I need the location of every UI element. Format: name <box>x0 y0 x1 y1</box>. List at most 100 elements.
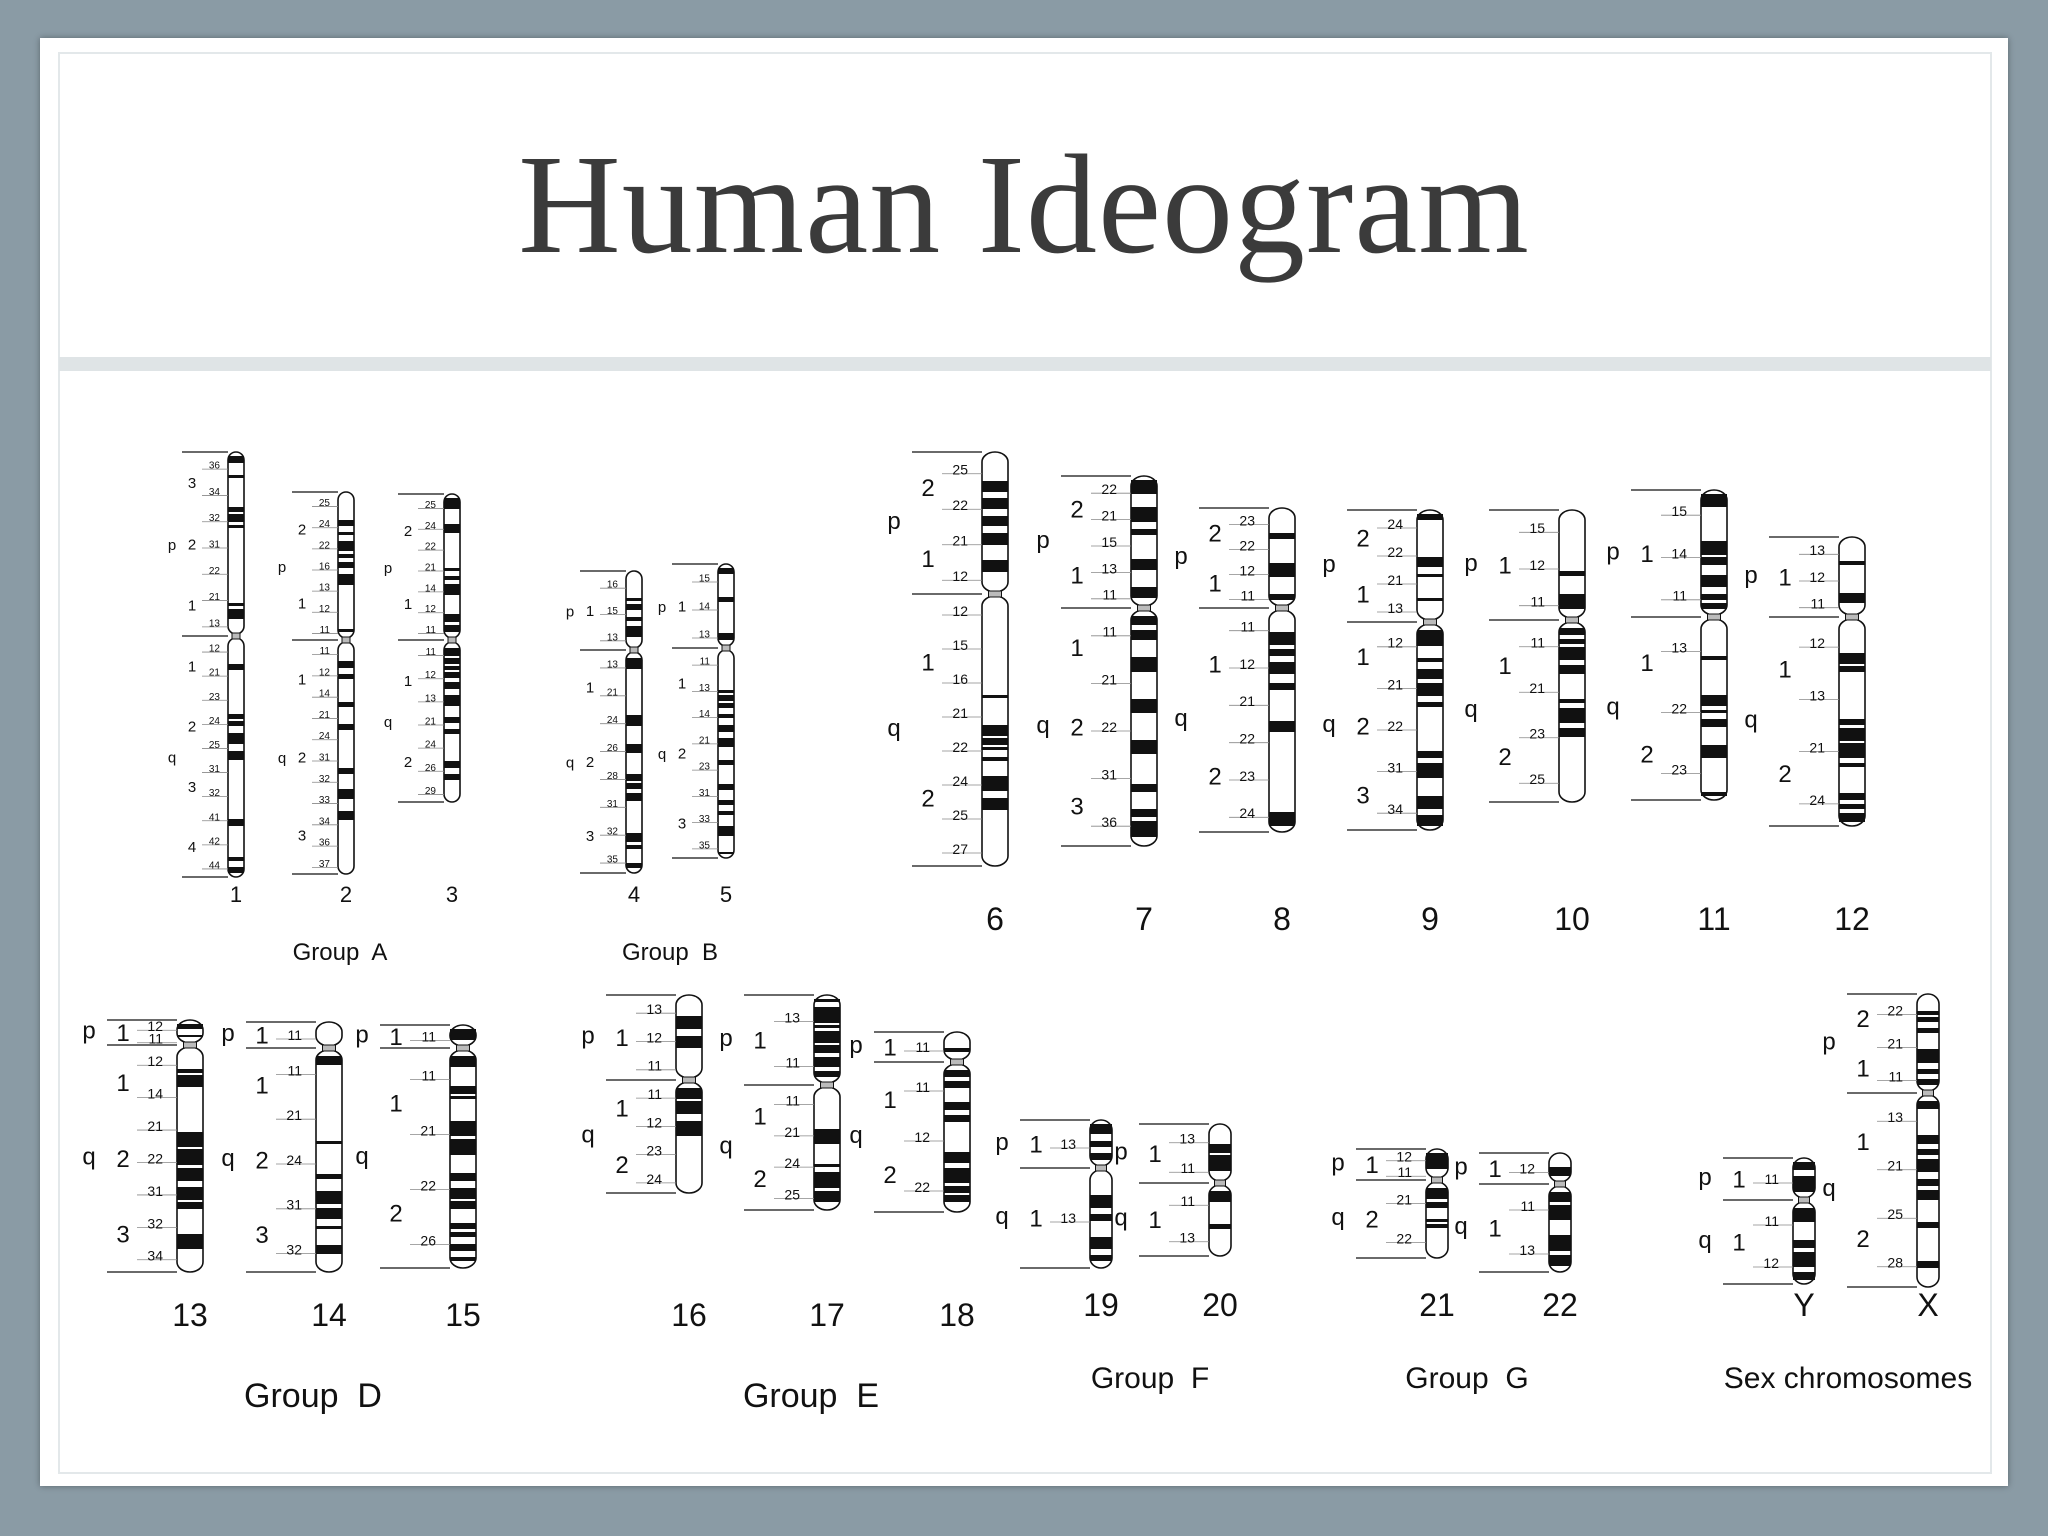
region-label-q: 1 <box>1148 1207 1161 1234</box>
band-label-q: 24 <box>607 715 619 726</box>
band-p <box>982 498 1008 509</box>
band-label-p: 16 <box>319 562 331 573</box>
band-label-q: 31 <box>607 799 619 810</box>
band-label-p: 12 <box>646 1029 662 1045</box>
band-q <box>177 1149 203 1165</box>
band-q <box>718 714 734 718</box>
region-label-p: 1 <box>921 546 934 573</box>
band-p <box>338 541 354 551</box>
band-p <box>1917 1017 1939 1022</box>
band-q <box>626 863 642 868</box>
band-q <box>450 1086 476 1094</box>
arm-label-p: p <box>1698 1164 1711 1191</box>
band-label-p: 22 <box>1101 481 1117 497</box>
band-label-q: 11 <box>785 1093 800 1109</box>
band-label-q: 25 <box>1887 1206 1903 1222</box>
band-label-q: 31 <box>147 1183 163 1199</box>
region-label-p: 1 <box>1356 581 1369 608</box>
band-label-q: 11 <box>1520 1198 1535 1214</box>
band-label-q: 21 <box>147 1118 163 1134</box>
band-label-q: 32 <box>286 1242 302 1258</box>
band-q <box>228 857 244 861</box>
band-p <box>1839 561 1865 565</box>
region-label-q: 1 <box>1070 635 1083 662</box>
arm-label-q: q <box>1114 1205 1127 1232</box>
chromosome-number: 11 <box>1697 901 1730 937</box>
band-label-q: 22 <box>914 1179 930 1195</box>
band-label-p: 11 <box>1240 587 1255 603</box>
region-label-q: 1 <box>921 649 934 676</box>
band-p <box>444 576 460 580</box>
band-label-p: 13 <box>1179 1131 1195 1147</box>
chromosome-number: 1 <box>230 882 242 907</box>
band-p <box>228 507 244 512</box>
arm-label-p: p <box>1036 527 1049 554</box>
band-label-q: 28 <box>1887 1255 1903 1271</box>
region-label-q: 1 <box>116 1070 129 1097</box>
band-p <box>814 1071 840 1077</box>
band-label-q: 23 <box>1671 761 1687 777</box>
centromere <box>1845 613 1859 621</box>
group-label-b: Group B <box>622 939 718 966</box>
band-q <box>718 800 734 805</box>
band-q <box>450 1096 476 1099</box>
band-q <box>316 1208 342 1219</box>
centromere <box>231 632 241 640</box>
band-label-q: 21 <box>1239 693 1255 709</box>
band-q <box>338 789 354 799</box>
band-q <box>1269 632 1295 645</box>
band-p <box>338 520 354 526</box>
band-q <box>1426 1219 1448 1222</box>
band-q <box>982 725 1008 736</box>
band-label-p: 16 <box>607 580 619 591</box>
chromosome-number: 3 <box>446 882 458 907</box>
chromosome-number: 15 <box>445 1297 481 1333</box>
band-label-p: 22 <box>1239 537 1255 553</box>
region-label-q: 2 <box>586 754 594 771</box>
band-label-q: 11 <box>421 1067 436 1083</box>
band-q <box>177 1202 203 1209</box>
band-p <box>814 999 840 1002</box>
band-q <box>1417 763 1443 778</box>
band-q <box>1090 1195 1112 1208</box>
band-label-q: 21 <box>607 687 619 698</box>
band-q <box>1793 1252 1815 1267</box>
band-q <box>982 757 1008 761</box>
band-label-q: 21 <box>1387 676 1403 692</box>
band-q <box>1417 658 1443 662</box>
region-label-q: 2 <box>1640 742 1653 769</box>
band-p <box>1417 598 1443 601</box>
band-q <box>1131 616 1157 625</box>
band-p <box>1269 563 1295 577</box>
band-label-q: 36 <box>319 838 331 849</box>
band-label-q: 23 <box>699 762 711 773</box>
region-label-p: 1 <box>188 598 196 615</box>
band-label-q: 26 <box>425 763 437 774</box>
band-q <box>1701 710 1727 713</box>
band-p <box>338 629 354 632</box>
region-label-q: 2 <box>298 749 306 766</box>
region-label-p: 2 <box>1208 520 1221 547</box>
band-q <box>1701 745 1727 758</box>
band-label-q: 23 <box>1239 768 1255 784</box>
band-q <box>1269 662 1295 674</box>
band-p <box>338 574 354 585</box>
band-label-q: 24 <box>319 731 331 742</box>
band-p <box>814 1025 840 1028</box>
band-q <box>1131 657 1157 672</box>
chromosome-number: 6 <box>986 901 1004 937</box>
arm-label-p: p <box>82 1018 95 1045</box>
band-label-p: 11 <box>785 1054 800 1070</box>
band-q <box>450 1244 476 1251</box>
slide-border <box>58 52 1992 1474</box>
band-q <box>944 1070 970 1077</box>
arm-label-q: q <box>1036 712 1049 739</box>
band-label-q: 28 <box>607 771 619 782</box>
region-label-q: 1 <box>188 658 196 675</box>
region-label-p: 1 <box>1498 552 1511 579</box>
band-q <box>944 1195 970 1202</box>
band-label-q: 11 <box>700 657 711 668</box>
band-q <box>1131 630 1157 640</box>
band-p <box>450 1029 476 1040</box>
